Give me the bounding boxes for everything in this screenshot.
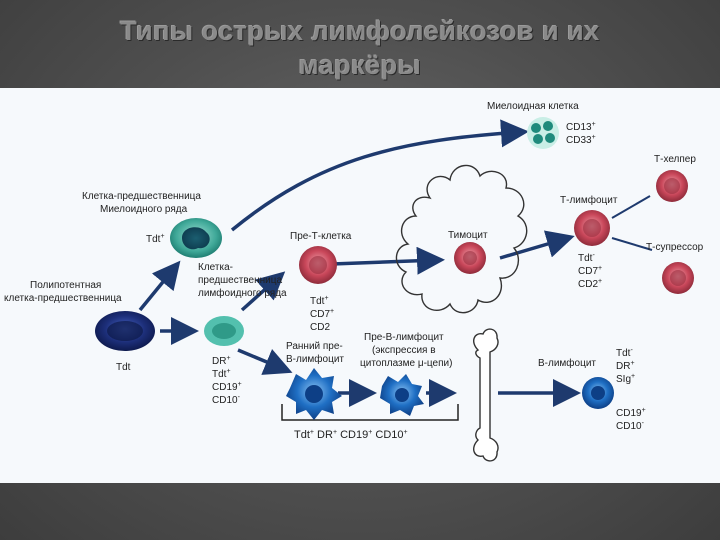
- arrow-pluripotent-to-myeloid-progenitor: [138, 260, 181, 312]
- pre-b-label-1: Пре-В-лимфоцит: [364, 331, 444, 343]
- lymphoid-marker-4: CD10-: [212, 394, 241, 406]
- arrow-progenitor-to-myeloid-cell: [230, 119, 529, 232]
- pluripotent-label-2: клетка-предшественница: [4, 293, 122, 304]
- labels: Миелоидная клетка CD13+ CD33+ Клетка-пре…: [4, 101, 704, 441]
- lymphoid-progenitor-label-3: лимфоидного ряда: [198, 287, 287, 299]
- b-markers-bracket: [281, 404, 459, 421]
- thymocyte-label: Тимоцит: [448, 230, 488, 241]
- b-lymphocyte-label: В-лимфоцит: [538, 357, 596, 369]
- bone-icon: [473, 328, 499, 462]
- b-lymphocyte-marker-3: SIg+: [616, 373, 635, 385]
- t-suppressor-cell: [662, 262, 694, 294]
- line-to-t-suppressor: [611, 237, 653, 251]
- diagram-panel: Миелоидная клетка CD13+ CD33+ Клетка-пре…: [0, 88, 720, 483]
- lymphoid-progenitor-label-1: Клетка-: [198, 262, 233, 273]
- myeloid-progenitor-cell: [170, 218, 222, 258]
- cells: [95, 117, 694, 420]
- t-lymphocyte-marker-1: Tdt-: [578, 252, 595, 264]
- lymphoid-marker-3: CD19+: [212, 381, 242, 393]
- lymphoid-progenitor-cell: [204, 316, 244, 346]
- early-pre-b-label-1: Ранний пре-: [286, 341, 343, 352]
- b-lymphocyte-marker-4: CD19+: [616, 407, 646, 419]
- arrows: [138, 119, 581, 407]
- pluripotent-cell: [95, 311, 155, 351]
- pre-t-marker-3: CD2: [310, 322, 330, 333]
- myeloid-cell: [527, 117, 559, 149]
- lymphoid-marker-1: DR+: [212, 355, 231, 367]
- early-pre-b-cell: [286, 368, 342, 420]
- t-helper-label: Т-хелпер: [654, 154, 696, 165]
- t-suppressor-label: Т-супрессор: [646, 242, 704, 253]
- pre-t-label: Пре-Т-клетка: [290, 231, 352, 242]
- thymocyte-cell: [454, 242, 486, 274]
- t-lymphocyte-marker-3: CD2+: [578, 278, 602, 290]
- t-helper-cell: [656, 170, 688, 202]
- slide-title: Типы острых лимфолейкозов и их маркёры: [0, 14, 720, 82]
- b-lymphocyte-marker-1: Tdt-: [616, 347, 633, 359]
- myeloid-progenitor-label-1: Клетка-предшественница: [82, 191, 201, 202]
- arrow-pre-t-to-thymocyte: [331, 246, 445, 275]
- arrow-lymphoid-to-early-pre-b: [237, 348, 293, 375]
- thymus-outline: [395, 164, 528, 314]
- b-lymphocyte-marker-2: DR+: [616, 360, 635, 372]
- bracket-markers: Tdt+ DR+ CD19+ CD10+: [294, 429, 408, 441]
- hematopoiesis-diagram: Миелоидная клетка CD13+ CD33+ Клетка-пре…: [4, 101, 704, 462]
- pre-b-label-2: (экспрессия в: [372, 345, 436, 356]
- pluripotent-marker: Tdt: [116, 362, 131, 373]
- b-lymphocyte-marker-5: CD10-: [616, 420, 645, 432]
- t-lymphocyte-cell: [574, 210, 610, 246]
- slide-title-line-2: маркёры: [298, 50, 422, 80]
- line-to-t-helper: [611, 195, 651, 219]
- myeloid-progenitor-marker: Tdt+: [146, 233, 165, 245]
- pre-t-marker-2: CD7+: [310, 308, 334, 320]
- myeloid-cell-label: Миелоидная клетка: [487, 101, 579, 112]
- slide-title-line-1: Типы острых лимфолейкозов и их: [120, 16, 600, 46]
- pre-t-marker-1: Tdt+: [310, 295, 329, 307]
- lymphoid-progenitor-label-2: предшественница: [198, 275, 282, 286]
- pre-t-cell: [299, 246, 337, 284]
- lymphoid-marker-2: Tdt+: [212, 368, 231, 380]
- myeloid-progenitor-label-2: Миелоидного ряда: [100, 204, 188, 215]
- b-lymphocyte-cell: [582, 377, 614, 409]
- pluripotent-label-1: Полипотентная: [30, 280, 101, 291]
- myeloid-marker-cd33: CD33+: [566, 134, 596, 146]
- myeloid-marker-cd13: CD13+: [566, 121, 596, 133]
- t-branch-lines: [611, 195, 653, 251]
- pre-b-cell: [380, 374, 424, 416]
- t-lymphocyte-label: Т-лимфоцит: [560, 194, 618, 206]
- t-lymphocyte-marker-2: CD7+: [578, 265, 602, 277]
- arrow-thymocyte-to-t-lymphocyte: [499, 230, 575, 260]
- pre-b-label-3: цитоплазме μ-цепи): [360, 358, 452, 369]
- early-pre-b-label-2: В-лимфоцит: [286, 353, 344, 365]
- arrow-lymphoid-to-pre-t: [240, 271, 286, 312]
